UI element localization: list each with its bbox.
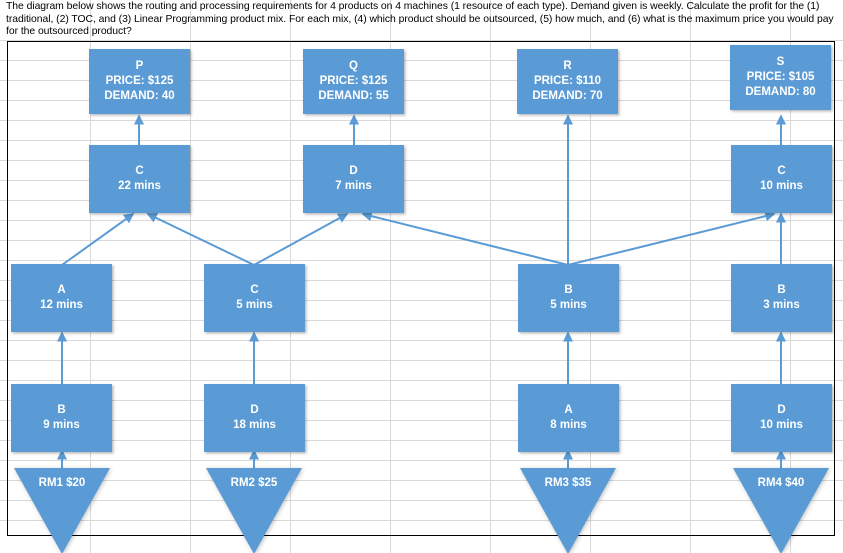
gridline [0, 460, 843, 461]
machine-label: C [250, 284, 259, 296]
time-label: 18 mins [233, 419, 276, 431]
product-name: R [563, 60, 572, 72]
operation-node-d7[interactable]: D 7 mins [303, 145, 404, 213]
time-label: 9 mins [43, 419, 80, 431]
product-node-s[interactable]: S PRICE: $105 DEMAND: 80 [730, 45, 831, 110]
time-label: 5 mins [236, 299, 273, 311]
raw-material-rm1[interactable]: RM1 $20 [14, 468, 110, 553]
raw-material-rm2[interactable]: RM2 $25 [206, 468, 302, 553]
operation-node-b9[interactable]: B 9 mins [11, 384, 112, 452]
machine-label: B [57, 404, 66, 416]
gridline [0, 60, 843, 61]
gridline [0, 40, 843, 41]
gridline [0, 180, 843, 181]
gridline [190, 0, 191, 553]
raw-material-label: RM3 $35 [520, 476, 616, 491]
gridline [0, 440, 843, 441]
time-label: 12 mins [40, 299, 83, 311]
operation-node-c5[interactable]: C 5 mins [204, 264, 305, 332]
question-prompt: The diagram below shows the routing and … [6, 1, 834, 38]
rm-cost: $40 [785, 477, 805, 489]
triangle-shape [520, 468, 616, 553]
machine-label: A [564, 404, 573, 416]
gridline [390, 0, 391, 553]
gridline [0, 480, 843, 481]
gridline [0, 520, 843, 521]
product-price: PRICE: $125 [319, 75, 388, 87]
gridline [0, 200, 843, 201]
product-price: PRICE: $125 [105, 75, 174, 87]
raw-material-rm3[interactable]: RM3 $35 [520, 468, 616, 553]
machine-label: D [250, 404, 259, 416]
product-demand: DEMAND: 55 [318, 90, 389, 102]
product-price: PRICE: $110 [533, 75, 602, 87]
operation-node-a8[interactable]: A 8 mins [518, 384, 619, 452]
gridline [0, 140, 843, 141]
operation-node-b5[interactable]: B 5 mins [518, 264, 619, 332]
product-node-r[interactable]: R PRICE: $110 DEMAND: 70 [517, 49, 618, 114]
product-name: S [776, 56, 785, 68]
time-label: 8 mins [550, 419, 587, 431]
gridline [0, 120, 843, 121]
raw-material-label: RM1 $20 [14, 476, 110, 491]
time-label: 7 mins [335, 180, 372, 192]
product-node-q[interactable]: Q PRICE: $125 DEMAND: 55 [303, 49, 404, 114]
time-label: 22 mins [118, 180, 161, 192]
machine-label: A [57, 284, 66, 296]
gridline [0, 160, 843, 161]
gridline [690, 0, 691, 553]
raw-material-label: RM4 $40 [733, 476, 829, 491]
product-name: P [135, 60, 144, 72]
operation-node-c22[interactable]: C 22 mins [89, 145, 190, 213]
machine-label: B [564, 284, 573, 296]
rm-cost: $35 [572, 477, 592, 489]
machine-label: D [777, 404, 786, 416]
rm-cost: $20 [66, 477, 86, 489]
time-label: 5 mins [550, 299, 587, 311]
operation-node-c10[interactable]: C 10 mins [731, 145, 832, 213]
product-price: PRICE: $105 [746, 71, 815, 83]
gridline [0, 380, 843, 381]
gridline [0, 80, 843, 81]
gridline [0, 360, 843, 361]
machine-label: C [135, 165, 144, 177]
product-name: Q [349, 60, 358, 72]
triangle-shape [733, 468, 829, 553]
gridline [490, 0, 491, 553]
gridline [0, 400, 843, 401]
time-label: 10 mins [760, 180, 803, 192]
gridline [0, 320, 843, 321]
raw-material-label: RM2 $25 [206, 476, 302, 491]
machine-label: D [349, 165, 358, 177]
operation-node-b3[interactable]: B 3 mins [731, 264, 832, 332]
time-label: 10 mins [760, 419, 803, 431]
product-demand: DEMAND: 40 [104, 90, 175, 102]
triangle-shape [206, 468, 302, 553]
triangle-shape [14, 468, 110, 553]
machine-label: B [777, 284, 786, 296]
gridline [0, 280, 843, 281]
diagram-frame [7, 41, 835, 536]
product-demand: DEMAND: 70 [532, 90, 603, 102]
rm-name: RM3 [544, 477, 569, 489]
gridline [0, 300, 843, 301]
operation-node-a12[interactable]: A 12 mins [11, 264, 112, 332]
rm-cost: $25 [258, 477, 278, 489]
machine-label: C [777, 165, 786, 177]
product-demand: DEMAND: 80 [745, 86, 816, 98]
gridline [0, 100, 843, 101]
gridline [0, 340, 843, 341]
operation-node-d18[interactable]: D 18 mins [204, 384, 305, 452]
time-label: 3 mins [763, 299, 800, 311]
rm-name: RM4 [757, 477, 782, 489]
gridline [0, 500, 843, 501]
raw-material-rm4[interactable]: RM4 $40 [733, 468, 829, 553]
operation-node-d10[interactable]: D 10 mins [731, 384, 832, 452]
rm-name: RM1 [38, 477, 63, 489]
gridline [0, 420, 843, 421]
product-node-p[interactable]: P PRICE: $125 DEMAND: 40 [89, 49, 190, 114]
rm-name: RM2 [230, 477, 255, 489]
